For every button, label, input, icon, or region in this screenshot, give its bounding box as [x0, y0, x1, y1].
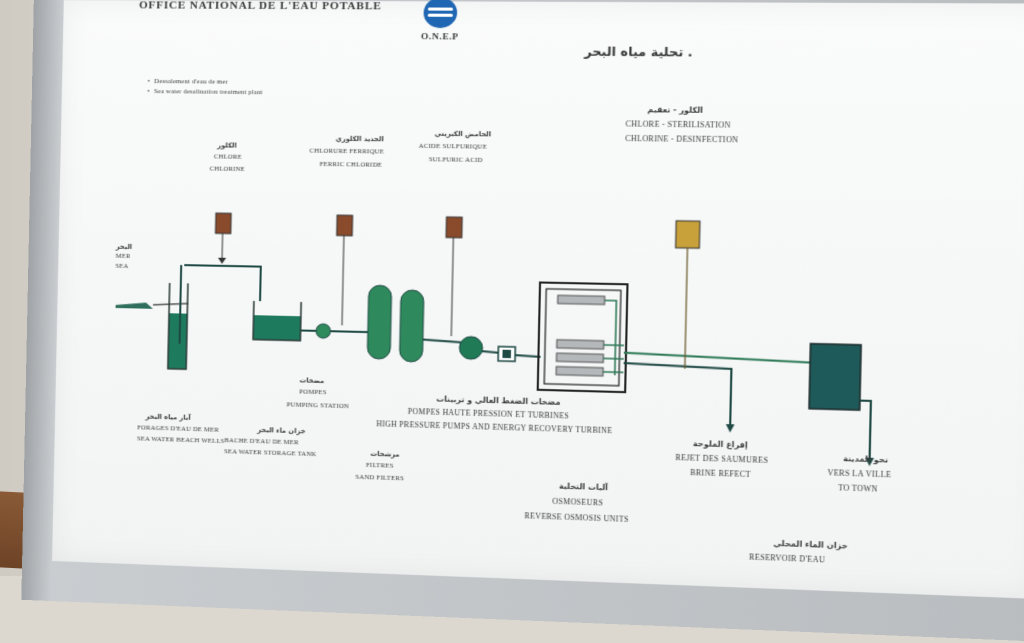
brine-label-en: BRINE REFECT	[690, 469, 751, 479]
wells-label-ar: آبار مياه البحر	[146, 413, 191, 421]
pumps-label-ar: مضخات	[299, 377, 324, 384]
ro-permeate-pipes	[603, 300, 625, 375]
pumps-label-fr: POMPES	[299, 389, 326, 396]
ro-membrane-1	[558, 295, 605, 304]
diagram-panel: OFFICE NATIONAL DE L'EAU POTABLE O.N.E.P…	[52, 0, 1024, 599]
hp-pump-icon	[459, 336, 483, 359]
ro-membrane-4	[556, 367, 603, 376]
ferric-line	[342, 236, 344, 326]
photo-scene: OFFICE NATIONAL DE L'EAU POTABLE O.N.E.P…	[0, 0, 1024, 576]
hp-pump-pipe	[482, 351, 498, 352]
turbine-to-ro-pipe	[515, 355, 540, 357]
acid-line	[451, 238, 453, 337]
town-label-en: TO TOWN	[838, 484, 878, 493]
reservoir-tank	[809, 344, 861, 410]
storage-tank-fill	[253, 315, 301, 340]
sterilisation-line	[685, 248, 688, 369]
brine-pipe	[622, 363, 731, 430]
sterilisation-doser	[676, 221, 700, 248]
pump-to-filter-pipe	[330, 331, 367, 332]
sea-intake-shape	[116, 302, 153, 309]
brine-arrow-icon	[726, 424, 735, 433]
sand-filter-1	[367, 285, 391, 359]
chlore-doser	[215, 213, 231, 234]
ro-membrane-3	[556, 353, 603, 362]
ro-membrane-2	[557, 340, 604, 349]
beach-well	[168, 313, 187, 369]
display-frame: OFFICE NATIONAL DE L'EAU POTABLE O.N.E.P…	[21, 0, 1024, 643]
turbine-core	[502, 350, 511, 358]
acid-doser	[446, 217, 462, 238]
pumping-station-icon	[316, 324, 331, 339]
ferric-doser	[337, 215, 353, 236]
town-label-fr: VERS LA VILLE	[827, 469, 891, 479]
tank-label-ar: خزان ماء البحر	[257, 427, 305, 435]
osmosis-label-fr: OSMOSEURS	[552, 498, 603, 507]
intake-pipe	[153, 303, 189, 306]
process-flow-diagram	[52, 0, 1024, 599]
sand-filter-2	[399, 290, 424, 362]
filter-to-hp-pipe	[423, 340, 465, 343]
filters-label-fr: FILTRES	[366, 463, 394, 471]
town-label-ar: نحو المدينة	[843, 455, 888, 464]
well-to-tank-pipe	[180, 265, 261, 346]
osmosis-label-ar: آليات التحلية	[559, 482, 608, 491]
chlore-arrow-icon	[218, 258, 226, 264]
product-water-pipe	[624, 353, 810, 363]
filters-label-ar: مرشحات	[370, 451, 399, 459]
brine-label-ar: إفراغ الملوحة	[693, 440, 748, 449]
chlore-line	[222, 233, 223, 261]
